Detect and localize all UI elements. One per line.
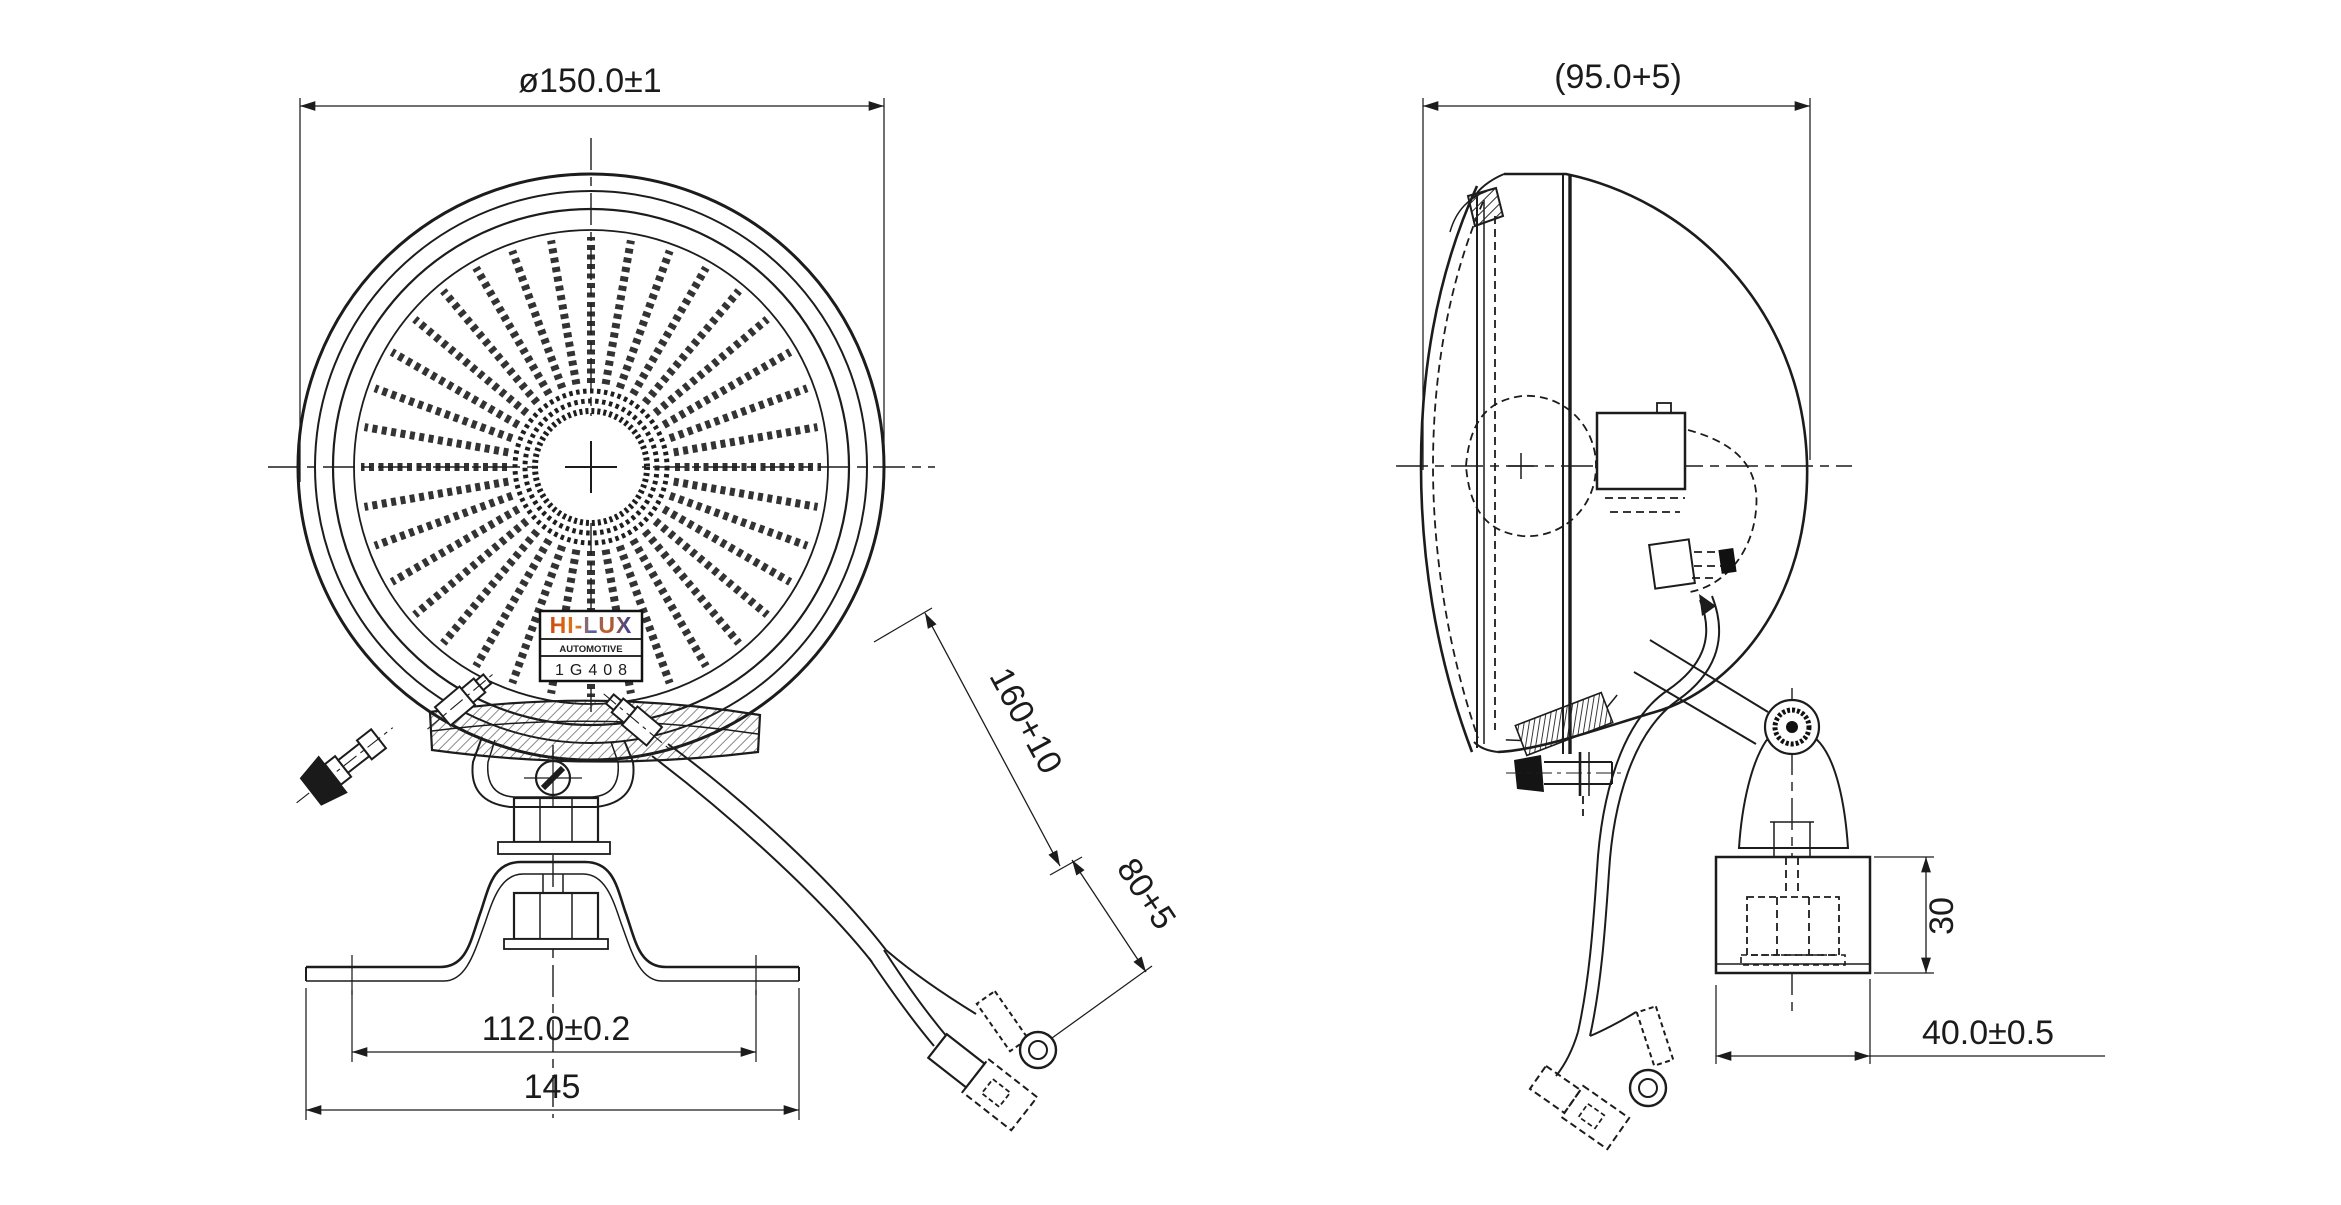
trunnion-yoke: [471, 736, 635, 808]
dim-hole-spacing: 112.0±0.2: [351, 990, 757, 1062]
power-cable-side: [1555, 594, 1721, 1077]
side-spring: [1505, 691, 1618, 757]
dim-side-depth: (95.0+5): [1422, 58, 1811, 470]
side-bracket-arm: [1633, 639, 1852, 858]
brand-logo-text: HI-LUX: [550, 612, 633, 638]
dim-bracket-width-text: 145: [524, 1068, 581, 1106]
dim-side-depth-text: (95.0+5): [1554, 58, 1682, 96]
side-pivot-bolt: [1763, 698, 1821, 756]
front-view: HI-LUX AUTOMOTIVE 1G408: [268, 62, 1183, 1132]
dim-cable-length: 160+10: [873, 607, 1083, 876]
dim-lead-length: 80+5: [1051, 852, 1183, 1039]
dim-block-height: 30: [1874, 856, 1961, 974]
side-lens-profile: [1419, 174, 1572, 754]
side-view: (95.0+5) 30 40.0±0.5: [1396, 58, 2105, 1151]
lamp-clamp-band: [428, 699, 762, 763]
adjust-knob-side: [1506, 752, 1626, 816]
stud-nut-lower: [512, 891, 600, 941]
dim-lead-length-text: 80+5: [1109, 852, 1183, 937]
power-cable-front: [651, 743, 977, 1047]
center-hole-dot-ring: [532, 408, 650, 526]
dim-front-diameter: ø150.0±1: [299, 62, 885, 490]
dim-hole-spacing-text: 112.0±0.2: [482, 1010, 630, 1048]
dim-block-depth: 40.0±0.5: [1715, 979, 2105, 1064]
side-mounting-block: [1714, 821, 1872, 975]
terminal-exit: [1648, 538, 1737, 590]
ring-terminal-front: [975, 989, 1058, 1070]
dim-bracket-width: 145: [305, 988, 800, 1120]
front-lens-inner-rings: [512, 388, 670, 546]
side-socket: [1595, 402, 1758, 593]
mounting-bracket: [305, 796, 800, 995]
dim-block-height-text: 30: [1923, 897, 1961, 935]
brand-plate: HI-LUX AUTOMOTIVE 1G408: [538, 609, 644, 683]
cable-bend-arrow: [1699, 594, 1716, 616]
dim-block-depth-text: 40.0±0.5: [1922, 1014, 2054, 1052]
ring-terminal-side: [1628, 1005, 1675, 1108]
band-bolt-right: [603, 692, 670, 750]
spade-connector-front: [926, 1032, 1039, 1132]
brand-code-text: 1G408: [555, 662, 633, 679]
spade-connector-side: [1528, 1064, 1631, 1151]
adjust-knob-front: [296, 727, 394, 806]
brand-sub-text: AUTOMOTIVE: [559, 644, 622, 655]
dim-cable-length-text: 160+10: [982, 661, 1070, 780]
dim-front-diameter-text: ø150.0±1: [518, 62, 661, 100]
band-bolt-left: [427, 672, 494, 730]
center-cross: [565, 441, 617, 493]
stud-nut-upper: [512, 796, 600, 844]
retaining-clip: [1449, 186, 1505, 233]
